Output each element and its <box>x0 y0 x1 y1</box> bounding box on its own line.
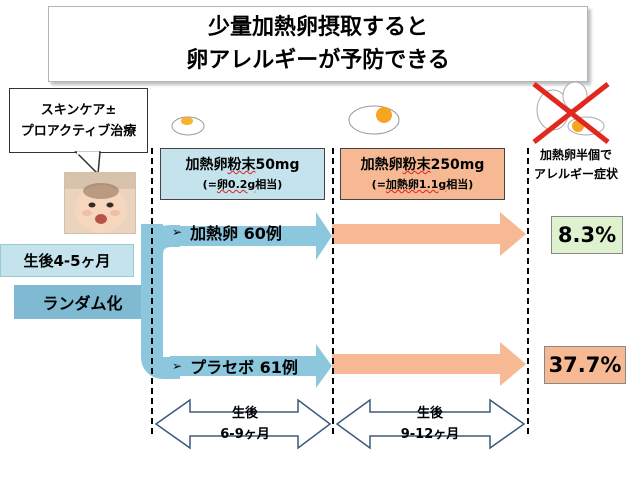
randomization-label: ランダム化 <box>14 285 151 319</box>
group-placebo-label: プラセボ 61例 <box>190 358 298 377</box>
half-egg-icon <box>348 105 400 135</box>
small-egg-icon <box>171 116 205 136</box>
period-2-line-1: 生後 <box>416 406 443 421</box>
callout-line-2: プロアクティブ治療 <box>20 123 137 139</box>
heated-egg-arrow-phase1 <box>170 212 332 260</box>
outcome-header-line-2: アレルギー症状 <box>533 167 618 181</box>
bullet-arrow-icon: ➢ <box>172 359 183 373</box>
dose-low-main: 加熱卵粉末50mg <box>185 157 300 173</box>
branch-connector <box>141 224 180 379</box>
dose-high-main: 加熱卵粉末250mg <box>360 157 485 173</box>
placebo-arrow-phase2 <box>332 342 526 386</box>
dose-box-low: 加熱卵粉末50mg (=卵0.2g相当) <box>160 148 325 200</box>
result-heated-egg: 8.3% <box>551 216 623 254</box>
callout-line-1: スキンケア± <box>40 102 117 118</box>
period-arrow-1 <box>154 398 332 450</box>
dose-high-sub: (=加熱卵1.1g相当) <box>371 178 474 191</box>
period-label-2: 生後 9-12ヶ月 <box>380 400 480 448</box>
treatment-callout: スキンケア± プロアクティブ治療 <box>9 88 148 153</box>
group-heated-egg: ➢ 加熱卵 60例 <box>172 220 282 244</box>
result-placebo: 37.7% <box>544 346 626 384</box>
title-line-2: 卵アレルギーが予防できる <box>186 48 450 73</box>
bullet-arrow-icon: ➢ <box>172 225 183 239</box>
title-line-1: 少量加熱卵摂取すると <box>207 15 428 40</box>
outcome-header-line-1: 加熱卵半個で <box>539 148 612 162</box>
callout-pointer <box>74 151 101 176</box>
period-label-1: 生後 6-9ヶ月 <box>200 400 290 448</box>
heated-egg-arrow-phase2 <box>332 212 526 256</box>
period-arrow-2 <box>335 398 526 450</box>
baby-photo <box>64 172 136 234</box>
period-1-line-1: 生後 <box>231 406 258 421</box>
placebo-arrow-phase1 <box>170 344 332 388</box>
group-heated-egg-label: 加熱卵 60例 <box>190 224 282 243</box>
period-1-line-2: 6-9ヶ月 <box>220 427 270 442</box>
dose-low-sub: (=卵0.2g相当) <box>202 178 283 191</box>
dose-box-high: 加熱卵粉末250mg (=加熱卵1.1g相当) <box>340 148 505 200</box>
period-2-line-2: 9-12ヶ月 <box>400 427 460 442</box>
crossed-egg-icon <box>532 81 610 144</box>
title-box: 少量加熱卵摂取すると 卵アレルギーが予防できる <box>48 6 588 82</box>
age-label: 生後4-5ヶ月 <box>0 244 134 277</box>
outcome-header: 加熱卵半個で アレルギー症状 <box>518 146 634 184</box>
group-placebo: ➢ プラセボ 61例 <box>172 354 298 378</box>
